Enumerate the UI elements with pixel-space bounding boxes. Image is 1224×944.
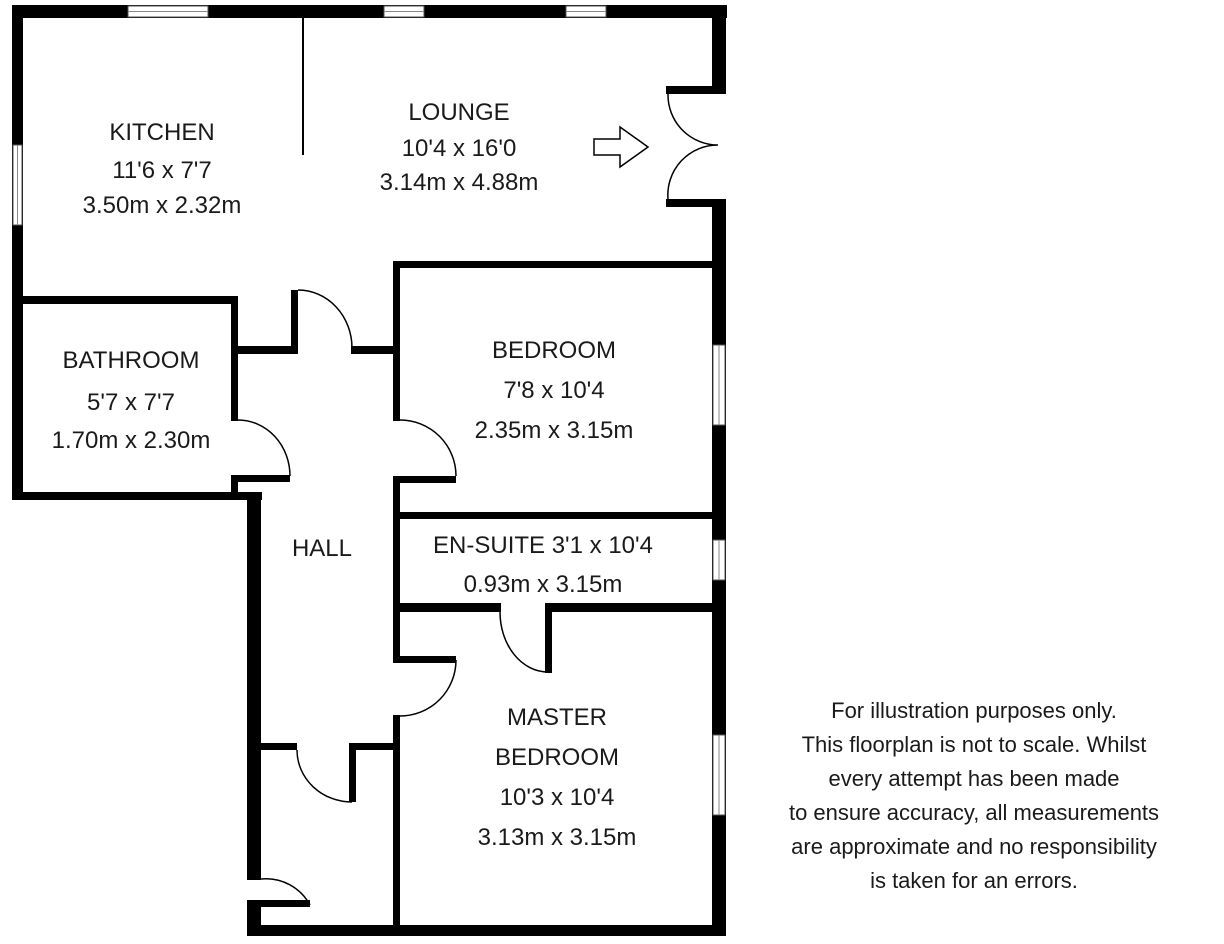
walls (12, 5, 727, 936)
svg-text:MASTER: MASTER (507, 704, 607, 731)
svg-text:10'4 x 16'0: 10'4 x 16'0 (402, 135, 517, 162)
svg-text:10'3 x 10'4: 10'3 x 10'4 (500, 784, 615, 811)
svg-text:11'6 x 7'7: 11'6 x 7'7 (112, 157, 211, 184)
french-doors (667, 93, 719, 200)
room-ensuite: EN-SUITE 3'1 x 10'4 0.93m x 3.15m (433, 532, 653, 598)
svg-text:BEDROOM: BEDROOM (492, 337, 616, 364)
svg-text:3.13m x 3.15m: 3.13m x 3.15m (478, 824, 637, 851)
svg-text:LOUNGE: LOUNGE (408, 99, 509, 126)
svg-text:HALL: HALL (292, 535, 352, 562)
room-bathroom: BATHROOM 5'7 x 7'7 1.70m x 2.30m (52, 347, 211, 454)
disclaimer: For illustration purposes only. This flo… (789, 698, 1159, 893)
room-hall: HALL (292, 535, 352, 562)
svg-text:BEDROOM: BEDROOM (495, 744, 619, 771)
svg-text:EN-SUITE 3'1 x 10'4: EN-SUITE 3'1 x 10'4 (433, 532, 653, 559)
room-lounge: LOUNGE 10'4 x 16'0 3.14m x 4.88m (380, 99, 539, 196)
room-kitchen: KITCHEN 11'6 x 7'7 3.50m x 2.32m (83, 119, 242, 219)
svg-text:3.14m x 4.88m: 3.14m x 4.88m (380, 169, 539, 196)
svg-text:For illustration purposes only: For illustration purposes only. (831, 698, 1117, 723)
entrance-arrow-icon (593, 125, 650, 169)
svg-text:every attempt has been made: every attempt has been made (828, 766, 1119, 791)
svg-text:7'8 x 10'4: 7'8 x 10'4 (503, 377, 604, 404)
svg-text:KITCHEN: KITCHEN (109, 119, 214, 146)
svg-text:1.70m x 2.30m: 1.70m x 2.30m (52, 427, 211, 454)
svg-text:3.50m x 2.32m: 3.50m x 2.32m (83, 192, 242, 219)
svg-text:is taken for an errors.: is taken for an errors. (870, 868, 1078, 893)
svg-text:are approximate and no respons: are approximate and no responsibility (791, 834, 1157, 859)
svg-text:0.93m x 3.15m: 0.93m x 3.15m (464, 571, 623, 598)
svg-text:to ensure accuracy, all measur: to ensure accuracy, all measurements (789, 800, 1159, 825)
svg-text:2.35m x 3.15m: 2.35m x 3.15m (475, 417, 634, 444)
svg-text:BATHROOM: BATHROOM (63, 347, 200, 374)
room-bedroom: BEDROOM 7'8 x 10'4 2.35m x 3.15m (475, 337, 634, 444)
svg-text:This floorplan is not to scale: This floorplan is not to scale. Whilst (802, 732, 1147, 757)
svg-text:5'7 x 7'7: 5'7 x 7'7 (87, 389, 175, 416)
room-master-bedroom: MASTER BEDROOM 10'3 x 10'4 3.13m x 3.15m (478, 704, 637, 851)
